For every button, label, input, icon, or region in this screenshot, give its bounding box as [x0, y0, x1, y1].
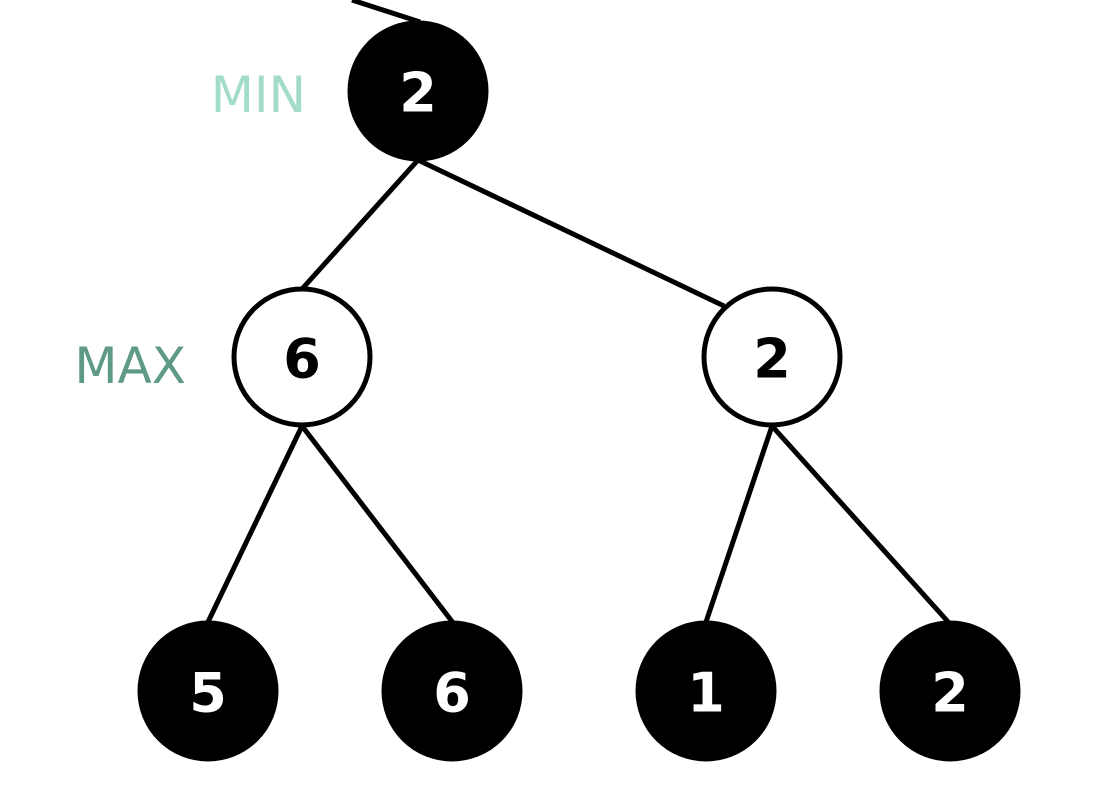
max-node-left-circle	[231, 286, 373, 428]
edge-max-left-to-leaf-1	[205, 424, 305, 624]
leaf-node-2: 6	[381, 620, 523, 762]
leaf-node-4-circle	[879, 620, 1021, 762]
min-node-root-value: 2	[399, 62, 437, 125]
leaf-node-4: 2	[879, 620, 1021, 762]
leaf-node-3: 1	[635, 620, 777, 762]
max-node-right-value: 2	[753, 328, 791, 391]
leaf-node-1-value: 5	[189, 662, 227, 725]
leaf-node-4-value: 2	[931, 662, 969, 725]
edge-parent-to-root	[351, 0, 421, 25]
min-node-root: 2	[347, 20, 489, 162]
leaf-node-3-value: 1	[687, 662, 725, 725]
edge-max-right-to-leaf-3	[703, 425, 775, 623]
max-node-left-value: 6	[283, 328, 321, 391]
edge-root-to-max-right	[416, 157, 726, 309]
edge-max-right-to-leaf-4	[770, 424, 952, 626]
leaf-node-3-circle	[635, 620, 777, 762]
max-node-right-circle	[701, 286, 843, 428]
edge-root-to-max-left	[300, 158, 420, 291]
max-node-left: 6	[231, 286, 373, 428]
leaf-node-1-circle	[137, 620, 279, 762]
leaf-node-2-value: 6	[433, 662, 471, 725]
leaf-node-1: 5	[137, 620, 279, 762]
min-level-label: MIN	[211, 66, 306, 124]
min-node-root-circle	[347, 20, 489, 162]
edge-max-left-to-leaf-2	[300, 424, 456, 626]
max-node-right: 2	[701, 286, 843, 428]
max-level-label: MAX	[74, 337, 186, 395]
leaf-node-2-circle	[381, 620, 523, 762]
